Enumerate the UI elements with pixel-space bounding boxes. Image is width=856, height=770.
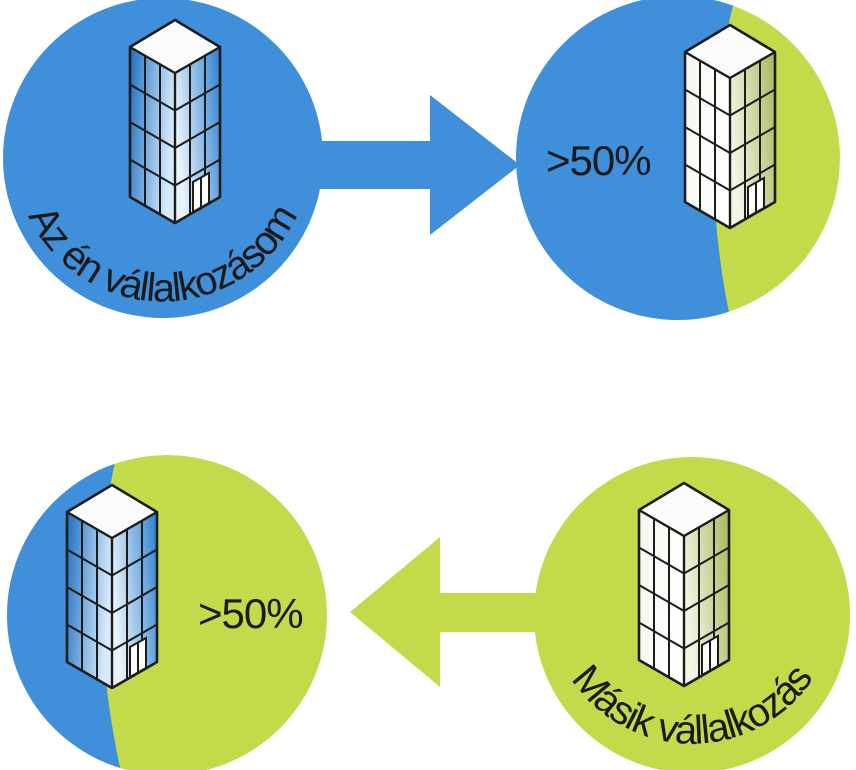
- my-company-node: Az én vállalkozásom: [3, 0, 323, 318]
- my-company-building-icon: [128, 18, 222, 225]
- my-company-building-icon-bottom: [65, 483, 159, 690]
- majority-share-label-bottom: >50%: [198, 590, 303, 637]
- owned-stake-node-bottom: >50%: [7, 455, 327, 770]
- majority-share-label-top: >50%: [546, 137, 651, 184]
- majority-share-slice-top: [516, 0, 740, 320]
- other-company-building-icon-top: [683, 23, 777, 230]
- left-arrow: [350, 537, 570, 687]
- other-company-building-icon: [637, 481, 731, 688]
- right-arrow: [300, 95, 520, 235]
- other-company-node: Másik vállalkozás: [534, 457, 850, 770]
- owned-stake-node-top: >50%: [516, 0, 840, 320]
